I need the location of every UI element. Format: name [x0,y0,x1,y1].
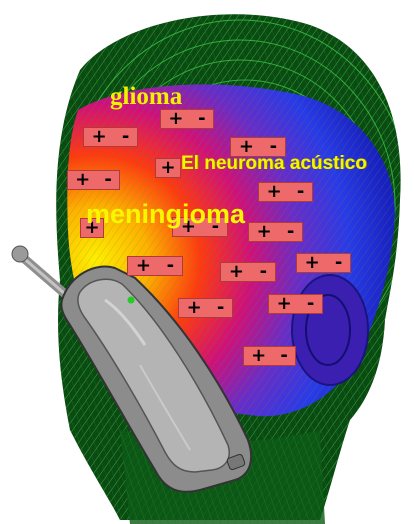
charge-marker: +- [268,294,323,314]
charge-marker: +- [67,170,120,190]
charge-marker: +- [160,109,214,129]
charge-marker: +- [220,262,276,282]
charge-marker: +- [178,298,233,318]
glioma-label: glioma [110,83,182,111]
charge-marker: + [155,158,181,178]
acoustic-neuroma-label: El neuroma acústico [181,153,367,175]
charge-marker: +- [127,256,183,276]
meningioma-label: meningioma [86,199,245,230]
charge-marker: +- [248,222,303,242]
charge-marker: +- [243,346,296,366]
charge-marker: +- [83,127,138,147]
charge-marker: +- [296,253,351,273]
charge-marker: +- [258,182,313,202]
